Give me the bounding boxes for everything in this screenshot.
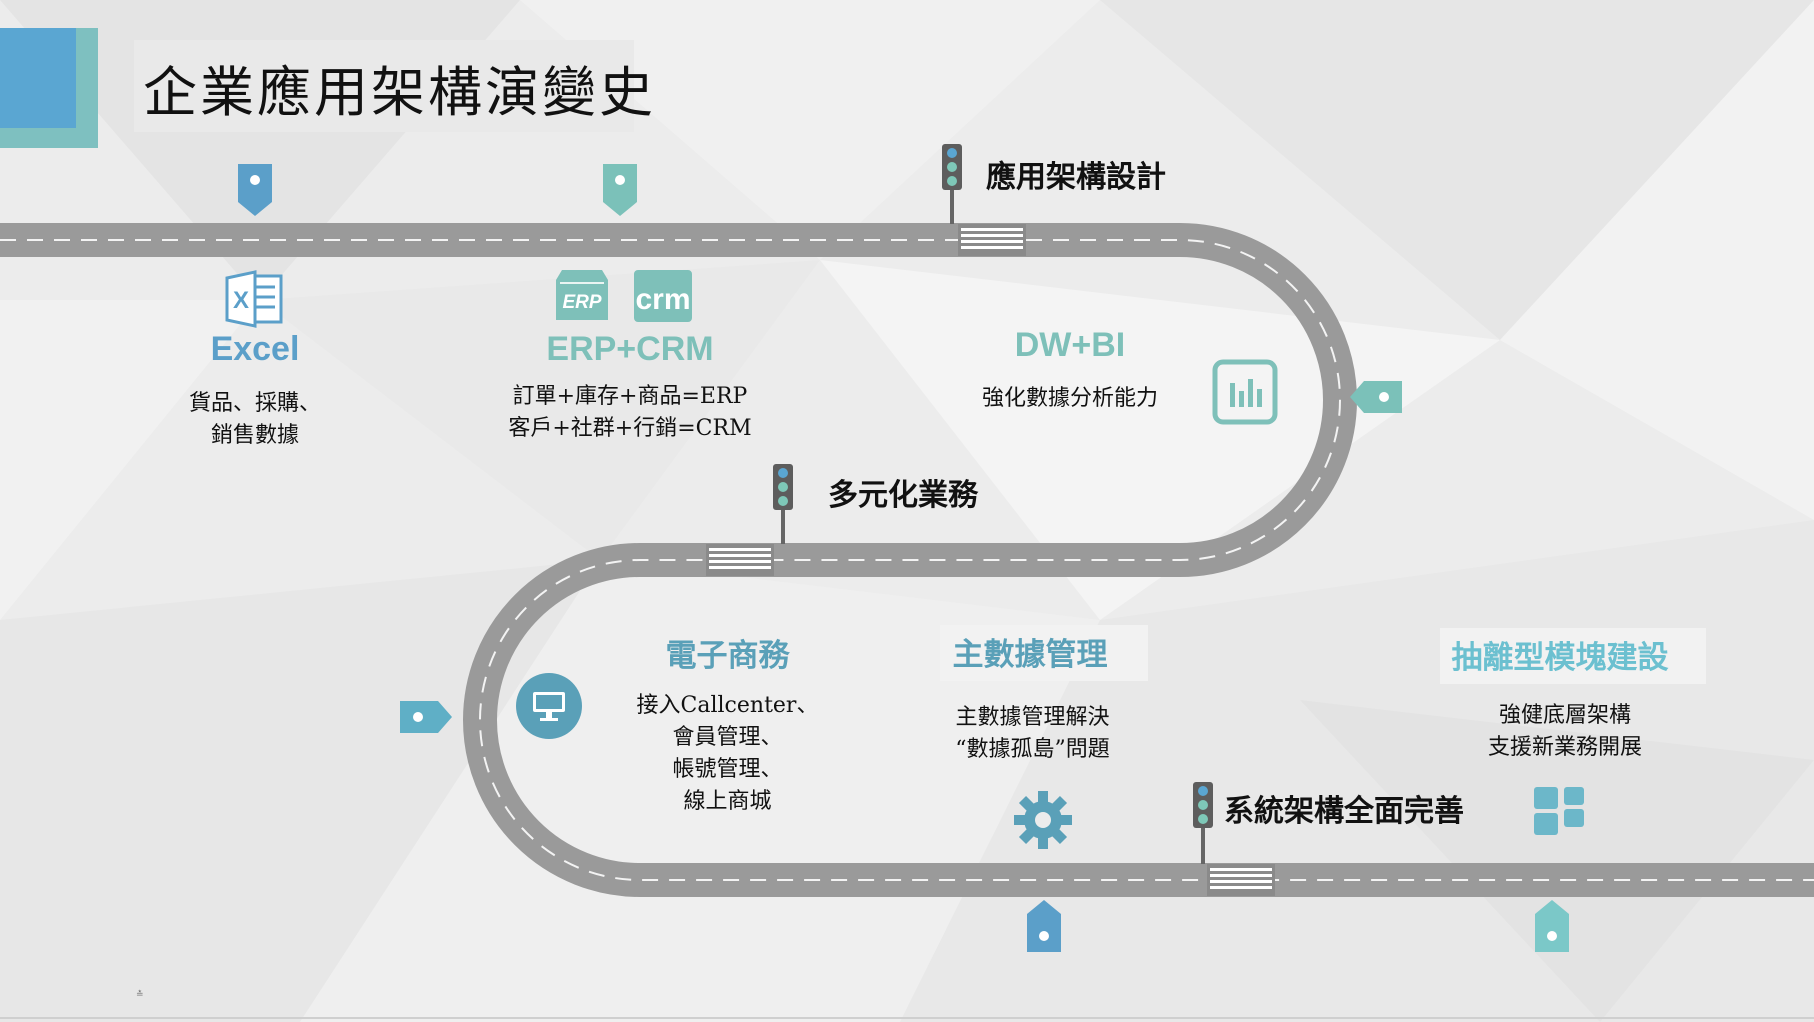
stage-desc-line: 主數據管理解決 bbox=[955, 705, 1110, 730]
stage-desc-master-data: 主數據管理解決 “數據孤島”問題 bbox=[910, 702, 1155, 766]
stage-desc-line: 強健底層架構 bbox=[1498, 703, 1631, 728]
stage-desc-excel: 貨品、採購、 銷售數據 bbox=[150, 388, 360, 452]
svg-text:ERP: ERP bbox=[562, 292, 601, 313]
house-marker bbox=[1027, 900, 1061, 952]
stage-desc-dw-bi: 強化數據分析能力 bbox=[950, 383, 1190, 415]
stage-desc-line: 貨品、採購、 bbox=[188, 391, 321, 416]
monitor-icon bbox=[516, 673, 582, 739]
stage-title-ecommerce: 電子商務 bbox=[665, 638, 790, 674]
svg-text:X: X bbox=[233, 287, 249, 314]
stage-title-excel: Excel bbox=[210, 330, 300, 368]
title-accent-blue bbox=[0, 28, 76, 128]
pin-marker bbox=[603, 164, 637, 216]
traffic-light-icon bbox=[773, 464, 793, 544]
stage-desc-line: 客戶+社群+行銷=CRM bbox=[508, 416, 752, 441]
svg-text:crm: crm bbox=[635, 283, 690, 316]
gear-icon bbox=[1014, 791, 1072, 849]
stage-desc-line: 接入Callcenter、 bbox=[636, 693, 819, 718]
bar-chart-icon bbox=[1212, 359, 1278, 425]
stage-title-modular: 抽離型模塊建設 bbox=[1451, 640, 1669, 676]
title-backdrop bbox=[134, 40, 634, 132]
stage-desc-modular: 強健底層架構 支援新業務開展 bbox=[1445, 700, 1685, 764]
house-marker bbox=[1535, 900, 1569, 952]
stage-backdrop bbox=[1440, 628, 1706, 684]
stage-title-erp-crm: ERP+CRM bbox=[546, 330, 714, 368]
traffic-light-icon bbox=[1193, 782, 1213, 864]
stage-desc-line: 帳號管理、 bbox=[672, 757, 783, 782]
traffic-light-icon bbox=[942, 144, 962, 224]
stage-backdrop bbox=[940, 625, 1148, 681]
blocks-icon bbox=[1534, 787, 1584, 835]
crosswalk-bottom bbox=[1207, 864, 1275, 896]
stage-desc-line: 銷售數據 bbox=[210, 423, 299, 448]
stage-desc-line: “數據孤島”問題 bbox=[955, 737, 1110, 762]
stage-desc-line: 會員管理、 bbox=[672, 725, 783, 750]
stage-desc-line: 強化數據分析能力 bbox=[981, 386, 1158, 411]
excel-icon: X bbox=[225, 270, 283, 328]
erp-icon: ERP bbox=[556, 270, 608, 320]
slide-title: 企業應用架構演變史 bbox=[143, 61, 656, 124]
stage-desc-line: 支援新業務開展 bbox=[1487, 735, 1642, 760]
stage-desc-erp-crm: 訂單+庫存+商品=ERP 客戶+社群+行銷=CRM bbox=[500, 381, 760, 445]
tag-marker bbox=[400, 701, 452, 733]
stage-desc-line: 線上商城 bbox=[683, 789, 772, 814]
stage-desc-ecommerce: 接入Callcenter、 會員管理、 帳號管理、 線上商城 bbox=[620, 690, 835, 818]
stage-desc-line: 訂單+庫存+商品=ERP bbox=[512, 384, 748, 409]
footer-mark: ≛ bbox=[136, 990, 144, 1000]
milestone-system-architecture-complete: 系統架構全面完善 bbox=[1224, 794, 1464, 829]
crosswalk-middle bbox=[706, 544, 774, 576]
stage-title-dw-bi: DW+BI bbox=[1014, 326, 1126, 364]
milestone-diversified-business: 多元化業務 bbox=[828, 478, 978, 513]
stage-title-master-data: 主數據管理 bbox=[952, 637, 1108, 673]
crosswalk-top bbox=[958, 224, 1026, 256]
milestone-app-architecture-design: 應用架構設計 bbox=[986, 160, 1166, 195]
tag-marker bbox=[1350, 381, 1402, 413]
pin-marker bbox=[238, 164, 272, 216]
crm-icon: crm bbox=[634, 270, 692, 322]
